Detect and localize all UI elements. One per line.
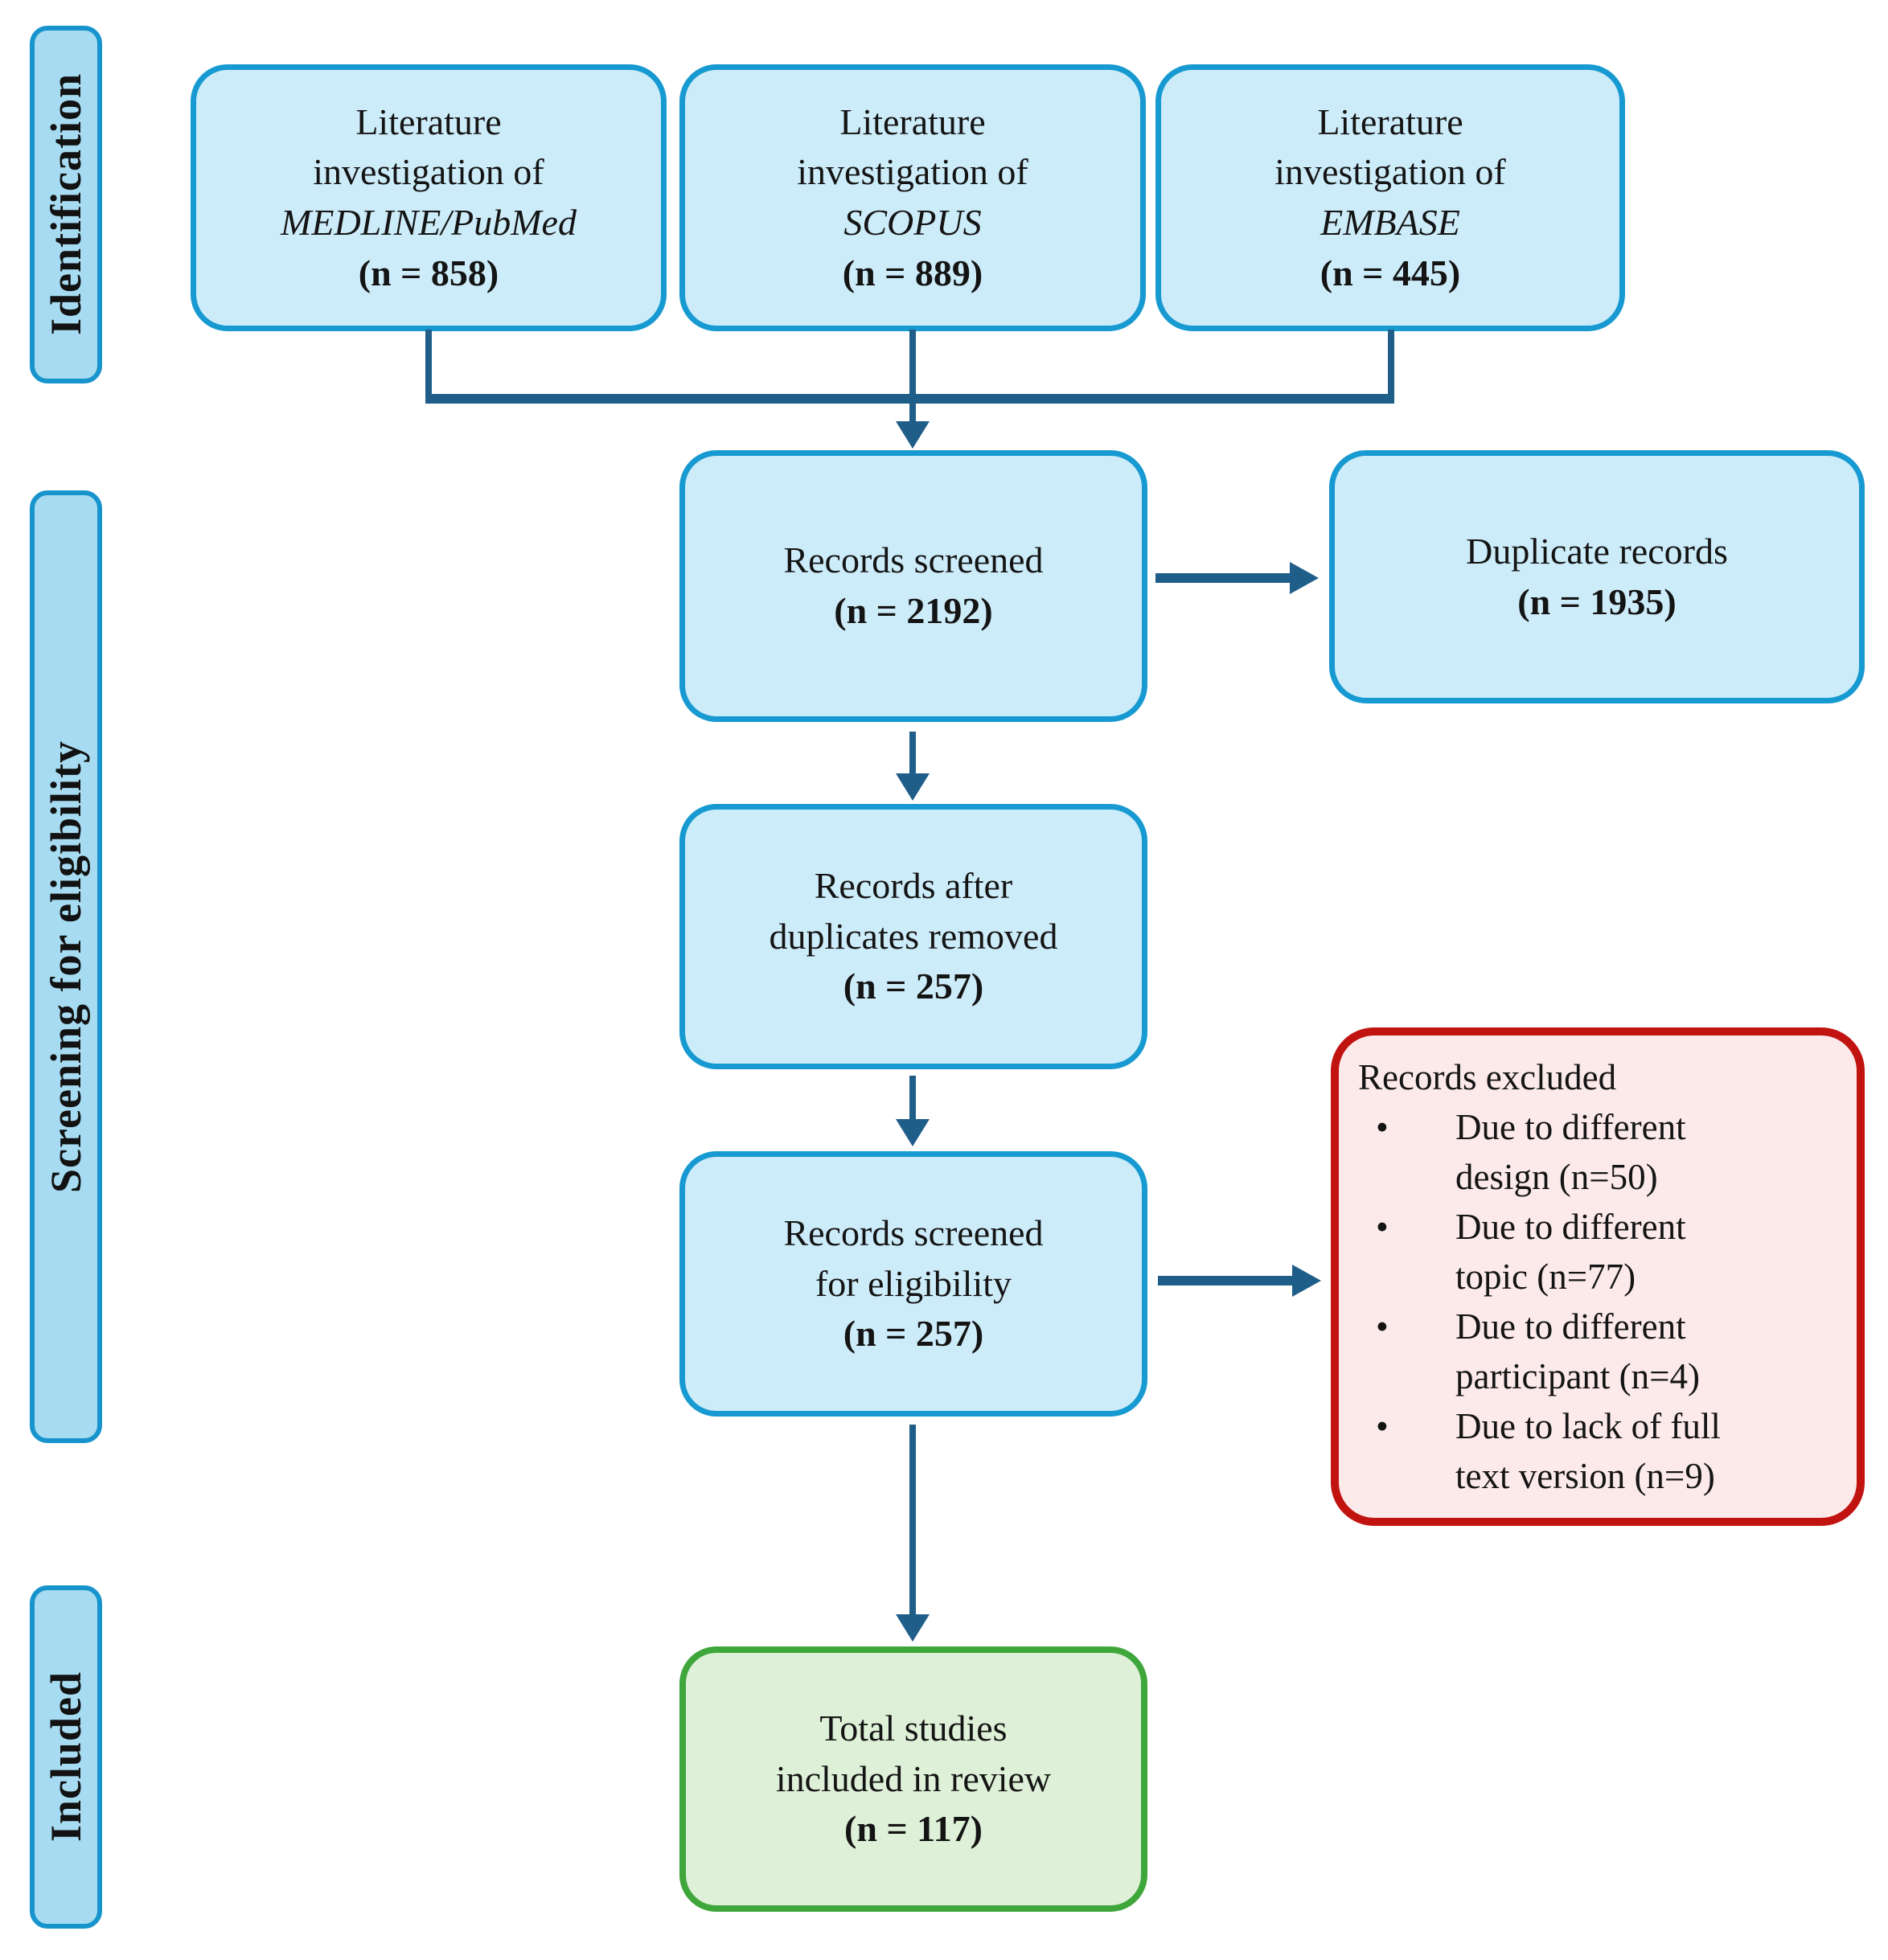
arrowhead-eligibility-to-total — [896, 1614, 930, 1642]
after-duplicates-line2: duplicates removed — [769, 915, 1058, 957]
medline-count: (n = 858) — [358, 252, 499, 293]
stage-label-included: Included — [42, 1671, 90, 1843]
scopus-count: (n = 889) — [842, 252, 983, 293]
after-duplicates-line1: Records after — [814, 865, 1013, 907]
box-literature-scopus: Literature investigation of SCOPUS (n = … — [679, 64, 1146, 331]
scopus-text-line1: Literature — [839, 100, 986, 142]
scopus-database-name: SCOPUS — [843, 202, 982, 243]
total-included-count: (n = 117) — [844, 1808, 983, 1850]
scopus-text-line2: investigation of — [797, 151, 1028, 193]
eligibility-line1: Records screened — [783, 1212, 1044, 1254]
excluded-reason-topic: Due to different topic (n=77) — [1358, 1202, 1721, 1302]
connector-eligibility-to-excluded — [1158, 1276, 1295, 1285]
total-included-line2: included in review — [775, 1757, 1052, 1799]
embase-count: (n = 445) — [1320, 252, 1461, 293]
embase-text-line2: investigation of — [1274, 151, 1506, 193]
eligibility-count: (n = 257) — [843, 1313, 984, 1355]
stage-label-identification: Identification — [42, 73, 90, 336]
embase-database-name: EMBASE — [1320, 202, 1460, 243]
eligibility-line2: for eligibility — [815, 1262, 1012, 1304]
connector-afterdup-to-eligibility — [909, 1076, 916, 1122]
excluded-reason-participant: Due to different participant (n=4) — [1358, 1302, 1721, 1401]
medline-text-line1: Literature — [355, 100, 502, 142]
stage-label-screening-for-eligibility: Screening for eligibility — [42, 740, 90, 1193]
connector-scopus-drop — [909, 330, 916, 424]
box-records-screened: Records screened (n = 2192) — [679, 450, 1147, 722]
records-excluded-list: Due to different design (n=50) Due to di… — [1358, 1102, 1721, 1502]
connector-medline-drop — [425, 330, 432, 404]
box-literature-embase: Literature investigation of EMBASE (n = … — [1155, 64, 1625, 331]
box-records-excluded: Records excluded Due to different design… — [1331, 1027, 1865, 1526]
medline-text-line2: investigation of — [313, 151, 544, 193]
excluded-reason-fulltext: Due to lack of full text version (n=9) — [1358, 1401, 1721, 1501]
after-duplicates-count: (n = 257) — [843, 966, 984, 1007]
total-included-line1: Total studies — [819, 1708, 1008, 1749]
records-screened-title: Records screened — [783, 539, 1044, 581]
arrowhead-screened-to-afterdup — [896, 773, 930, 801]
arrowhead-screened-to-duplicates — [1290, 562, 1319, 594]
excluded-reason-design: Due to different design (n=50) — [1358, 1102, 1721, 1202]
records-screened-count: (n = 2192) — [834, 590, 993, 631]
duplicate-records-title: Duplicate records — [1466, 530, 1728, 572]
arrowhead-afterdup-to-eligibility — [896, 1119, 930, 1146]
records-excluded-title: Records excluded — [1358, 1056, 1617, 1097]
stage-bar-identification: Identification — [30, 26, 102, 383]
medline-database-name: MEDLINE/PubMed — [281, 202, 577, 243]
box-total-studies-included: Total studies included in review (n = 11… — [679, 1646, 1147, 1912]
box-literature-medline-pubmed: Literature investigation of MEDLINE/PubM… — [191, 64, 667, 331]
connector-embase-drop — [1388, 330, 1394, 404]
box-duplicate-records: Duplicate records (n = 1935) — [1329, 450, 1865, 703]
box-records-after-duplicates: Records after duplicates removed (n = 25… — [679, 804, 1147, 1069]
duplicate-records-count: (n = 1935) — [1517, 580, 1677, 622]
embase-text-line1: Literature — [1317, 100, 1463, 142]
arrowhead-merge-to-screened — [896, 421, 930, 449]
stage-bar-screening-for-eligibility: Screening for eligibility — [30, 490, 102, 1443]
stage-bar-included: Included — [30, 1585, 102, 1929]
box-records-screened-eligibility: Records screened for eligibility (n = 25… — [679, 1151, 1147, 1417]
connector-screened-to-afterdup — [909, 732, 916, 778]
connector-screened-to-duplicates — [1155, 573, 1292, 583]
arrowhead-eligibility-to-excluded — [1292, 1265, 1321, 1297]
connector-eligibility-to-total — [909, 1425, 916, 1619]
